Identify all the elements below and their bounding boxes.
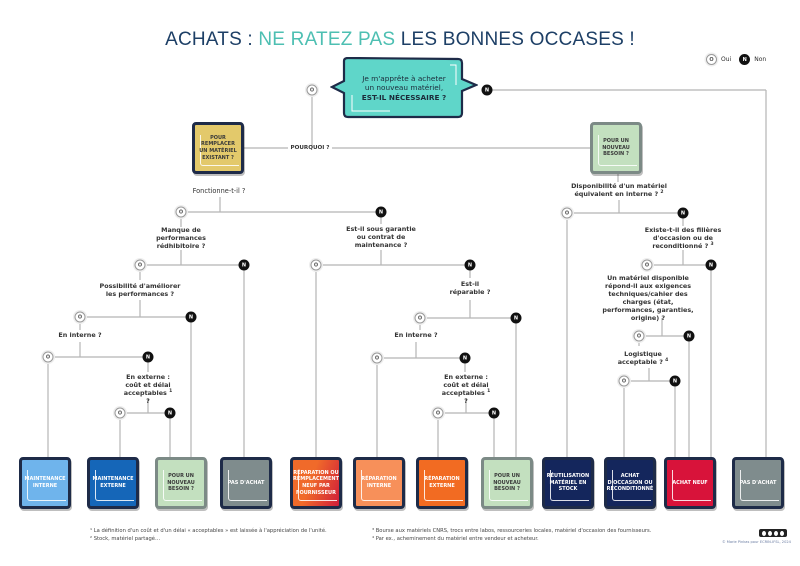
reparable-oui-node: O xyxy=(414,312,426,324)
question-fonctionne: Fonctionne-t-il ? xyxy=(192,187,246,195)
branch-new-need-card: POUR UN NOUVEAU BESOIN ? xyxy=(590,122,642,174)
exigences-non-node: N xyxy=(683,330,695,342)
title-part2: LES BONNES OCCASES ! xyxy=(395,29,635,50)
legend-non-label: Non xyxy=(754,56,767,63)
logistique-oui-node: O xyxy=(618,375,630,387)
branch-replace-card: POUR REMPLACER UN MATÉRIEL EXISTANT ? xyxy=(192,122,244,174)
filieres-non-node: N xyxy=(705,259,717,271)
start-question-bubble xyxy=(330,57,478,119)
interne1-non-node: N xyxy=(142,351,154,363)
outcome-maintenance-externe: MAINTENANCE EXTERNE xyxy=(87,457,139,509)
garantie-non-node: N xyxy=(464,259,476,271)
question-reparable: Est-il réparable ? xyxy=(449,280,491,296)
externe2-non-node: N xyxy=(488,407,500,419)
title-part1: ACHATS : xyxy=(165,29,259,50)
logistique-non-node: N xyxy=(669,375,681,387)
outcome-reparation-fournisseur: RÉPARATION OU REMPLACEMENT NEUF PAR FOUR… xyxy=(290,457,342,509)
start-question-text: Je m'apprête à acheter un nouveau matéri… xyxy=(361,74,447,102)
footnotes-left: ¹ La définition d'un coût et d'un délai … xyxy=(90,527,327,543)
outcome-reparation-interne: RÉPARATION INTERNE xyxy=(353,457,405,509)
footnote-2: ² Stock, matériel partagé… xyxy=(90,536,161,543)
outcome-reutilisation-stock: RÉUTILISATION MATÉRIEL EN STOCK xyxy=(542,457,594,509)
interne1-oui-node: O xyxy=(42,351,54,363)
start-non-node: N xyxy=(481,84,493,96)
footnote-3: ³ Bourse aux matériels CNRS, trocs entre… xyxy=(372,528,652,534)
question-manque-performances: Manque de performances rédhibitoire ? xyxy=(156,226,206,250)
legend-oui-icon: O xyxy=(706,54,717,65)
manque-perf-oui-node: O xyxy=(134,259,146,271)
outcome-achat-occasion: ACHAT D'OCCASION OU RECONDITIONNÉ xyxy=(604,457,656,509)
externe1-oui-node: O xyxy=(114,407,126,419)
outcome-achat-neuf: ACHAT NEUF xyxy=(664,457,716,509)
question-en-interne-1: En interne ? xyxy=(58,331,102,339)
question-garantie: Est-il sous garantie ou contrat de maint… xyxy=(346,225,416,249)
outcome-nouveau-besoin-1: POUR UN NOUVEAU BESOIN ? xyxy=(155,457,207,509)
question-ameliorer: Possibilité d'améliorer les performances… xyxy=(99,282,181,298)
externe1-non-node: N xyxy=(164,407,176,419)
question-en-externe-2: En externe : coût et délai acceptables 1… xyxy=(441,373,491,406)
footnote-1: ¹ La définition d'un coût et d'un délai … xyxy=(90,528,327,534)
outcome-reparation-externe: RÉPARATION EXTERNE xyxy=(416,457,468,509)
footnote-4: ⁴ Par ex., acheminement du matériel entr… xyxy=(372,536,539,543)
interne2-oui-node: O xyxy=(371,352,383,364)
filieres-oui-node: O xyxy=(641,259,653,271)
pourquoi-label: POURQUOI ? xyxy=(290,145,330,151)
reparable-non-node: N xyxy=(510,312,522,324)
question-filieres: Existe-t-il des filières d'occasion ou d… xyxy=(644,226,722,251)
fonctionne-non-node: N xyxy=(375,206,387,218)
ameliorer-oui-node: O xyxy=(74,311,86,323)
outcome-maintenance-interne: MAINTENANCE INTERNE xyxy=(19,457,71,509)
exigences-oui-node: O xyxy=(633,330,645,342)
creative-commons-license-icon xyxy=(759,529,787,537)
question-logistique: Logistique acceptable ? 4 xyxy=(617,350,669,367)
legend: O Oui N Non xyxy=(706,54,766,65)
outcome-nouveau-besoin-2: POUR UN NOUVEAU BESOIN ? xyxy=(481,457,533,509)
ameliorer-non-node: N xyxy=(185,311,197,323)
credit-text: © Marie Pinkas pour ECRIN-IFSL, 2024 xyxy=(722,540,791,544)
page-title: ACHATS : NE RATEZ PAS LES BONNES OCCASES… xyxy=(0,29,800,51)
manque-perf-non-node: N xyxy=(238,259,250,271)
garantie-oui-node: O xyxy=(310,259,322,271)
fonctionne-oui-node: O xyxy=(175,206,187,218)
question-en-interne-2: En interne ? xyxy=(394,331,438,339)
question-dispo-interne: Disponibilité d'un matériel équivalent e… xyxy=(571,182,667,199)
outcome-pas-achat-2: PAS D'ACHAT xyxy=(732,457,784,509)
dispo-oui-node: O xyxy=(561,207,573,219)
interne2-non-node: N xyxy=(459,352,471,364)
legend-oui-label: Oui xyxy=(721,56,732,63)
title-accent: NE RATEZ PAS xyxy=(258,29,396,50)
question-exigences: Un matériel disponible répond-il aux exi… xyxy=(602,274,694,322)
externe2-oui-node: O xyxy=(432,407,444,419)
dispo-non-node: N xyxy=(677,207,689,219)
legend-non-icon: N xyxy=(739,54,751,65)
start-oui-node: O xyxy=(306,84,318,96)
outcome-pas-achat-1: PAS D'ACHAT xyxy=(220,457,272,509)
question-en-externe-1: En externe : coût et délai acceptables 1… xyxy=(123,373,173,406)
footnotes-right: ³ Bourse aux matériels CNRS, trocs entre… xyxy=(372,527,651,543)
